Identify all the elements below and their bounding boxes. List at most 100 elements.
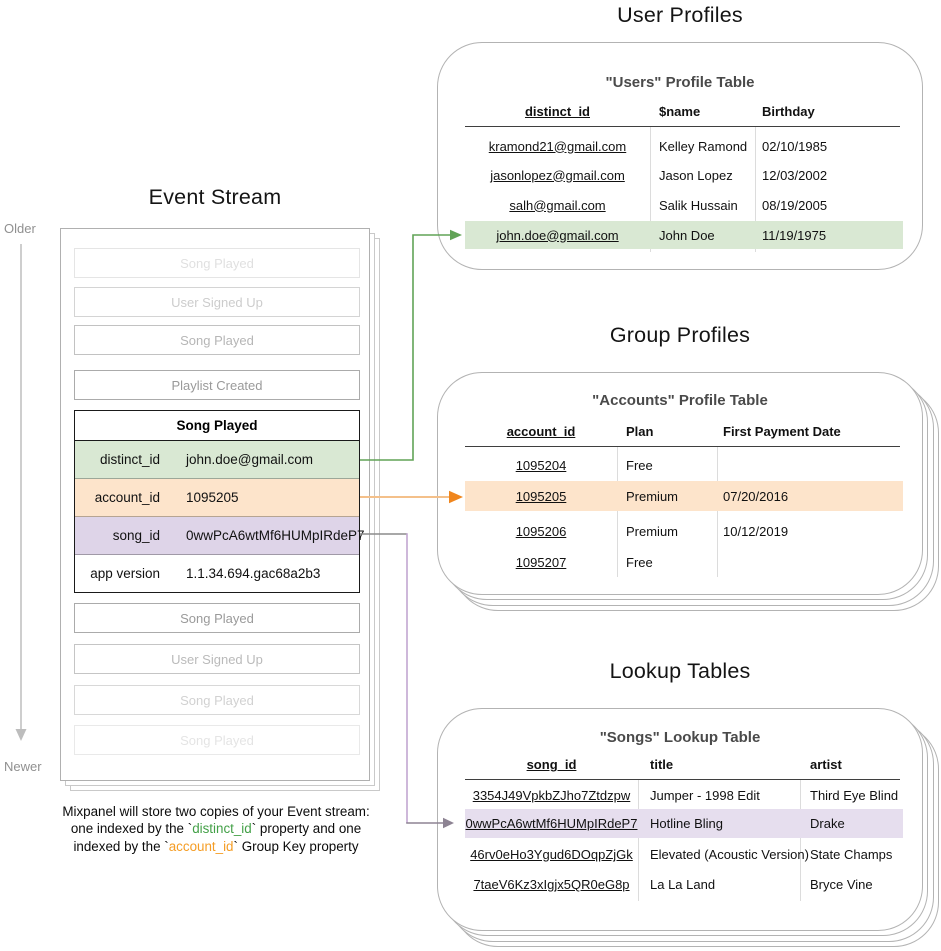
users-column-separator — [755, 127, 756, 252]
table-row-highlighted-orange: 1095205 Premium 07/20/2016 — [465, 481, 903, 511]
column-header-song-id: song_id — [526, 757, 577, 772]
event-box-faded: Song Played — [74, 325, 360, 355]
table-row: 1095207 Free — [465, 547, 903, 577]
newer-label: Newer — [4, 759, 42, 774]
caption-distinct-id: distinct_id — [192, 821, 252, 837]
songs-table-header: song_id title artist — [465, 757, 902, 772]
property-value: john.doe@gmail.com — [186, 452, 314, 467]
cell-distinct-id: jasonlopez@gmail.com — [490, 167, 625, 183]
cell-first-payment-date: 10/12/2019 — [723, 523, 789, 539]
property-value: 1.1.34.694.gac68a2b3 — [186, 566, 321, 581]
accounts-column-separator — [717, 447, 718, 577]
cell-name: Salik Hussain — [659, 197, 738, 213]
event-label: User Signed Up — [171, 651, 263, 667]
property-key: app version — [90, 566, 160, 581]
cell-distinct-id: kramond21@gmail.com — [488, 138, 627, 154]
cell-birthday: 08/19/2005 — [762, 197, 828, 213]
property-key: distinct_id — [99, 452, 160, 467]
column-header-first-payment-date: First Payment Date — [723, 424, 841, 439]
cell-artist: Third Eye Blind — [810, 787, 899, 803]
event-label: Song Played — [180, 610, 254, 626]
event-label: Song Played — [180, 692, 254, 708]
table-row: 1095206 Premium 10/12/2019 — [465, 516, 903, 546]
table-row: 1095204 Free — [465, 450, 903, 480]
table-row-highlighted-purple: 0wwPcA6wtMf6HUMpIRdeP7 Hotline Bling Dra… — [465, 809, 903, 838]
table-row: salh@gmail.com Salik Hussain 08/19/2005 — [465, 191, 903, 219]
cell-title: Hotline Bling — [650, 816, 723, 831]
event-box-faded: Song Played — [74, 725, 360, 755]
property-value: 1095205 — [186, 490, 239, 505]
cell-plan: Premium — [626, 523, 679, 539]
accounts-column-separator — [617, 447, 618, 577]
property-key: song_id — [112, 528, 160, 543]
older-label: Older — [4, 221, 36, 236]
accounts-table-title: "Accounts" Profile Table — [592, 392, 768, 409]
expanded-event-card: Song Played distinct_id john.doe@gmail.c… — [74, 410, 365, 593]
event-box-faded: User Signed Up — [74, 644, 360, 674]
cell-birthday: 11/19/1975 — [762, 227, 827, 243]
cell-song-id: 46rv0eHo3Ygud6DOqpZjGk — [470, 847, 633, 862]
caption-line-2: one indexed by the `distinct_id` propert… — [70, 821, 362, 837]
cell-artist: State Champs — [810, 847, 893, 862]
column-header-account-id: account_id — [506, 424, 576, 439]
property-key: account_id — [94, 490, 160, 505]
users-table-title: "Users" Profile Table — [605, 74, 755, 91]
caption: Mixpanel will store two copies of your E… — [20, 803, 412, 855]
event-label: Song Played — [180, 255, 254, 271]
expanded-event-title: Song Played — [75, 411, 359, 441]
users-header-rule — [465, 126, 900, 127]
cell-distinct-id: john.doe@gmail.com — [496, 227, 619, 243]
cell-title: Elevated (Acoustic Version) — [650, 847, 809, 862]
event-box: Playlist Created — [74, 370, 360, 400]
cell-account-id: 1095207 — [515, 554, 567, 570]
table-row: 46rv0eHo3Ygud6DOqpZjGk Elevated (Acousti… — [465, 840, 903, 869]
songs-header-rule — [465, 779, 900, 780]
accounts-header-rule — [465, 446, 900, 447]
column-header-birthday: Birthday — [762, 104, 815, 119]
users-column-separator — [650, 127, 651, 252]
event-stream-title: Event Stream — [148, 185, 282, 209]
cell-artist: Drake — [810, 816, 845, 831]
cell-plan: Premium — [626, 488, 679, 504]
cell-artist: Bryce Vine — [810, 877, 873, 892]
cell-account-id: 1095206 — [515, 523, 567, 539]
table-row: jasonlopez@gmail.com Jason Lopez 12/03/2… — [465, 161, 903, 189]
event-label: Song Played — [180, 332, 254, 348]
cell-title: Jumper - 1998 Edit — [650, 787, 760, 803]
cell-birthday: 02/10/1985 — [762, 138, 828, 154]
users-table-header: distinct_id $name Birthday — [465, 104, 902, 119]
event-property-row-song-id: song_id 0wwPcA6wtMf6HUMpIRdeP7 — [75, 517, 365, 555]
caption-account-id: account_id — [168, 838, 234, 854]
event-box-faded: User Signed Up — [74, 287, 360, 317]
caption-line-3: indexed by the `account_id` Group Key pr… — [73, 838, 359, 854]
event-box-faded: Song Played — [74, 685, 360, 715]
event-label: Playlist Created — [171, 377, 263, 393]
column-header-distinct-id: distinct_id — [524, 104, 590, 119]
column-header-name: $name — [659, 104, 701, 119]
cell-account-id: 1095204 — [515, 457, 567, 473]
property-value: 0wwPcA6wtMf6HUMpIRdeP7 — [186, 528, 365, 543]
caption-line-1: Mixpanel will store two copies of your E… — [62, 804, 370, 819]
event-label: User Signed Up — [171, 294, 263, 310]
cell-account-id: 1095205 — [515, 488, 567, 504]
cell-plan: Free — [626, 457, 653, 473]
songs-column-separator — [800, 780, 801, 901]
event-label: Song Played — [180, 732, 254, 748]
cell-distinct-id: salh@gmail.com — [509, 197, 606, 213]
lookup-tables-title: Lookup Tables — [609, 659, 751, 683]
column-header-title: title — [650, 757, 674, 772]
table-row: kramond21@gmail.com Kelley Ramond 02/10/… — [465, 132, 903, 160]
cell-plan: Free — [626, 554, 653, 570]
cell-song-id: 0wwPcA6wtMf6HUMpIRdeP7 — [465, 816, 638, 831]
table-row: 7taeV6Kz3xIgjx5QR0eG8p La La Land Bryce … — [465, 870, 903, 899]
group-profiles-title: Group Profiles — [609, 323, 751, 347]
timeline-down-arrow-icon — [15, 729, 27, 741]
user-profiles-title: User Profiles — [617, 3, 743, 27]
cell-title: La La Land — [650, 877, 716, 892]
cell-name: Kelley Ramond — [659, 138, 748, 154]
cell-first-payment-date: 07/20/2016 — [723, 488, 789, 504]
column-header-artist: artist — [810, 757, 842, 772]
cell-song-id: 3354J49VpkbZJho7Ztdzpw — [472, 787, 631, 803]
cell-name: John Doe — [659, 227, 715, 243]
